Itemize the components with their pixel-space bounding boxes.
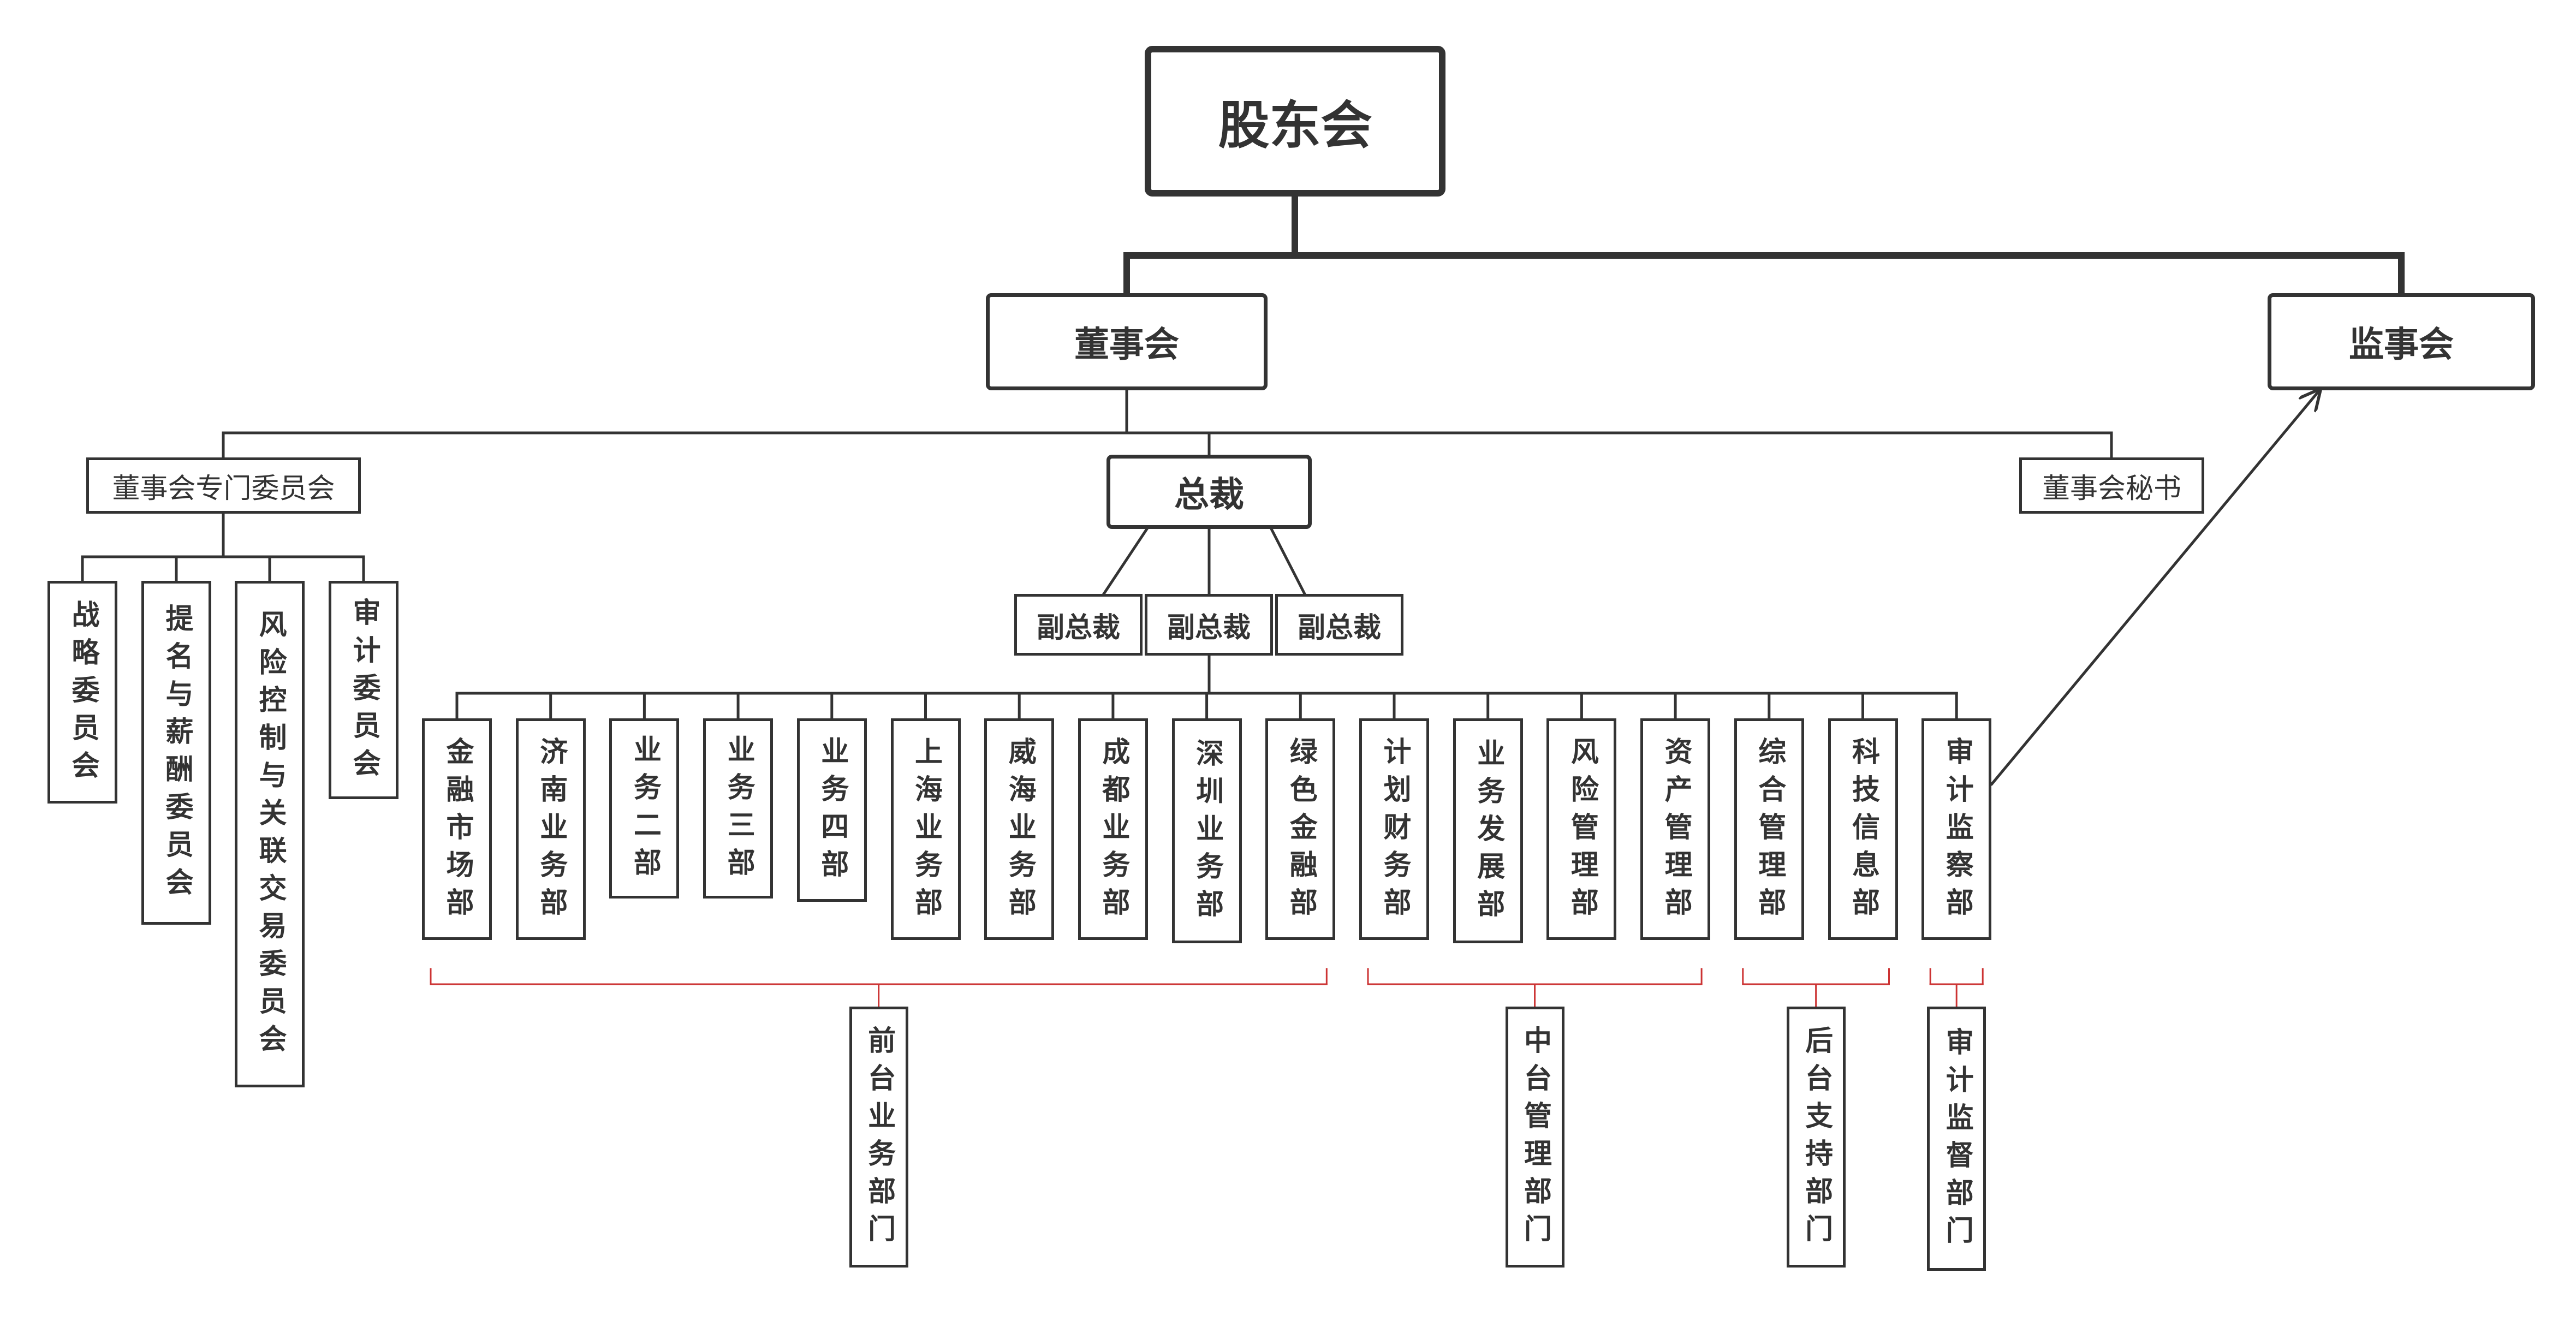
node-department-1: 金融市场部 xyxy=(422,718,492,940)
node-supervisors: 监事会 xyxy=(2268,293,2535,390)
node-department-12: 业务发展部 xyxy=(1453,718,1523,943)
node-department-10-label: 绿色金融部 xyxy=(1284,736,1317,925)
node-vice-president-3-label: 副总裁 xyxy=(1297,611,1381,644)
node-vice-president-2: 副总裁 xyxy=(1145,594,1273,656)
node-group-2: 中台管理部门 xyxy=(1505,1007,1564,1268)
node-department-10: 绿色金融部 xyxy=(1265,718,1336,940)
node-board-secretary: 董事会秘书 xyxy=(2019,457,2204,514)
node-shareholders-label: 股东会 xyxy=(1218,96,1372,156)
connector-vp-left xyxy=(1102,527,1149,596)
node-board-label: 董事会 xyxy=(1074,325,1179,365)
node-department-12-label: 业务发展部 xyxy=(1472,738,1504,927)
node-committee-1: 战略委员会 xyxy=(47,581,117,804)
node-committee-4: 审计委员会 xyxy=(329,581,398,799)
node-group-1: 前台业务部门 xyxy=(849,1007,908,1268)
node-department-6: 上海业务部 xyxy=(890,718,961,940)
node-vice-president-2-label: 副总裁 xyxy=(1167,611,1251,644)
node-vice-president-3: 副总裁 xyxy=(1275,594,1403,656)
node-committee-2-label: 提名与薪酬委员会 xyxy=(160,604,193,905)
node-department-17-label: 审计监察部 xyxy=(1941,736,1973,925)
node-president: 总裁 xyxy=(1106,455,1312,529)
node-department-13-label: 风险管理部 xyxy=(1566,736,1598,925)
node-committee-1-label: 战略委员会 xyxy=(67,599,99,788)
node-board: 董事会 xyxy=(986,293,1268,390)
arrow-audit-to-supervisors xyxy=(1990,390,2319,786)
node-department-6-label: 上海业务部 xyxy=(909,736,942,925)
node-committee-3: 风险控制与关联交易委员会 xyxy=(235,581,305,1087)
node-department-7-label: 威海业务部 xyxy=(1003,736,1036,925)
node-committee-2: 提名与薪酬委员会 xyxy=(141,581,211,925)
node-group-3-label: 后台支持部门 xyxy=(1800,1026,1833,1252)
node-vice-president-1-label: 副总裁 xyxy=(1036,611,1120,644)
node-department-8: 成都业务部 xyxy=(1078,718,1148,940)
node-supervisors-label: 监事会 xyxy=(2349,325,2454,365)
node-department-9: 深圳业务部 xyxy=(1171,718,1242,943)
node-department-9-label: 深圳业务部 xyxy=(1191,738,1223,927)
node-group-4: 审计监督部门 xyxy=(1927,1007,1986,1271)
node-group-4-label: 审计监督部门 xyxy=(1941,1027,1973,1253)
node-department-2-label: 济南业务部 xyxy=(534,736,567,925)
node-department-8-label: 成都业务部 xyxy=(1097,736,1129,925)
node-department-13: 风险管理部 xyxy=(1546,718,1617,940)
node-department-7: 威海业务部 xyxy=(984,718,1055,940)
node-president-label: 总裁 xyxy=(1174,475,1244,515)
node-board-committees: 董事会专门委员会 xyxy=(86,457,361,514)
node-group-2-label: 中台管理部门 xyxy=(1519,1026,1551,1252)
node-department-3: 业务二部 xyxy=(609,718,680,898)
node-department-17: 审计监察部 xyxy=(1921,718,1992,940)
node-department-14: 资产管理部 xyxy=(1640,718,1711,940)
node-department-15-label: 综合管理部 xyxy=(1753,736,1786,925)
node-department-14-label: 资产管理部 xyxy=(1659,736,1692,925)
node-department-3-label: 业务二部 xyxy=(628,735,661,885)
node-department-4-label: 业务三部 xyxy=(722,735,755,885)
node-board-secretary-label: 董事会秘书 xyxy=(2042,472,2181,505)
node-department-1-label: 金融市场部 xyxy=(441,736,473,925)
node-department-2: 济南业务部 xyxy=(515,718,586,940)
node-department-16: 科技信息部 xyxy=(1828,718,1898,940)
node-department-15: 综合管理部 xyxy=(1734,718,1804,940)
node-group-3: 后台支持部门 xyxy=(1786,1007,1846,1268)
connector-vp-right xyxy=(1269,527,1307,596)
node-department-5-label: 业务四部 xyxy=(816,736,848,887)
node-department-5: 业务四部 xyxy=(796,718,867,902)
node-committee-3-label: 风险控制与关联交易委员会 xyxy=(254,610,286,1062)
node-department-4: 业务三部 xyxy=(703,718,774,898)
node-department-11: 计划财务部 xyxy=(1359,718,1429,940)
node-department-16-label: 科技信息部 xyxy=(1847,736,1879,925)
node-group-1-label: 前台业务部门 xyxy=(862,1026,895,1252)
node-vice-president-1: 副总裁 xyxy=(1014,594,1143,656)
node-department-11-label: 计划财务部 xyxy=(1378,736,1411,925)
node-committee-4-label: 审计委员会 xyxy=(348,597,380,786)
node-shareholders: 股东会 xyxy=(1145,46,1445,197)
node-board-committees-label: 董事会专门委员会 xyxy=(112,472,335,505)
